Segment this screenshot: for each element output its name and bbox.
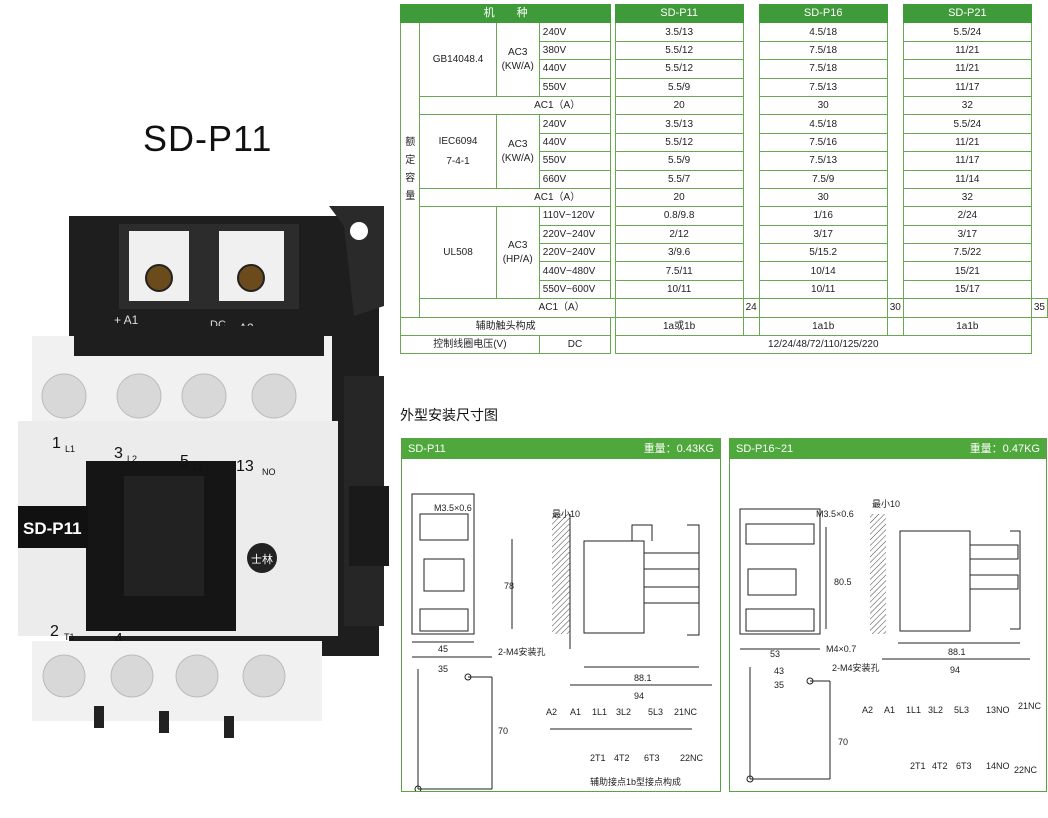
dim-p16-min: 最小10 [872,499,900,509]
dim-p11-height: 78 [504,581,514,591]
terminal-2: 2 [50,623,59,640]
dim-p16-hole: 2-M4安装孔 [832,662,880,673]
terminal-4: 4 [114,631,123,648]
svg-text:1L1: 1L1 [906,705,921,715]
dim-p11-note: 辅助接点1b型接点构成 [590,776,681,787]
dim-p16-hole-offset1: 43 [774,666,784,676]
svg-text:T1: T1 [64,632,75,642]
dim-p11-screw: M3.5×0.6 [434,503,472,513]
dim-p16-height: 80.5 [834,577,852,587]
rated-capacity-label: 额定容量 [399,22,421,318]
dim-p11-hole-offset: 35 [438,664,448,674]
panel-p16-weight: 重量：0.47KG [969,443,1040,455]
dim-p16-screw: M3.5×0.6 [816,509,854,519]
svg-text:5L3: 5L3 [954,705,969,715]
contactor-photo: + A1 DC A2 - SD-P11 士林 1 L1 3 L2 5 L3 13… [18,206,389,738]
coil-voltage-label: 控制线圈电压(V) [400,335,540,355]
header-p21: SD-P21 [902,3,1032,24]
dim-p16-depth: 88.1 [948,647,966,657]
dim-p11-hole: 2-M4安装孔 [498,646,546,657]
panel-p11-name: SD-P11 [408,443,446,455]
dim-p11-hole-height: 70 [498,726,508,736]
svg-text:L1: L1 [65,444,75,454]
std-gb: GB14048.4 [419,22,497,97]
spec-table: 机 种 SD-P11 SD-P16 SD-P21 额定容量 GB14048.4 … [399,3,1048,355]
dim-p11-total: 94 [634,691,644,701]
dimension-section-title: 外型安装尺寸图 [400,408,498,424]
svg-text:21NC: 21NC [674,707,698,717]
terminal-5: 5 [180,453,189,470]
dim-p11-depth: 88.1 [634,673,652,683]
front-label: SD-P11 [23,519,82,538]
svg-text:A2: A2 [546,707,557,717]
svg-text:6T3: 6T3 [644,753,660,763]
svg-text:21NC: 21NC [1018,701,1042,711]
svg-text:2T1: 2T1 [910,761,926,771]
coil-label-a1: + A1 [114,313,139,327]
terminal-3: 3 [114,445,123,462]
svg-text:13NO: 13NO [986,705,1010,715]
dim-p11-width: 45 [438,644,448,654]
svg-text:22NC: 22NC [680,753,704,763]
svg-text:A1: A1 [884,705,895,715]
svg-text:3L2: 3L2 [928,705,943,715]
svg-text:2T1: 2T1 [590,753,606,763]
svg-text:A1: A1 [570,707,581,717]
product-title: SD-P11 [143,118,273,159]
header-p11: SD-P11 [614,3,744,24]
svg-text:A2: A2 [862,705,873,715]
dim-p16-total: 94 [950,665,960,675]
brand-logo: 士林 [251,552,273,566]
svg-text:6T3: 6T3 [956,761,972,771]
svg-text:4T2: 4T2 [614,753,630,763]
dim-p16-hole-offset2: 35 [774,680,784,690]
coil-voltage-value: 12/24/48/72/110/125/220 [614,335,1032,355]
dim-drawing-p11: M3.5×0.6 最小10 78 45 35 2-M4安装孔 88.1 94 7… [411,493,712,791]
panel-p16-name: SD-P16~21 [736,443,794,455]
header-p16: SD-P16 [758,3,888,24]
svg-text:L3: L3 [193,462,203,472]
svg-text:3L2: 3L2 [616,707,631,717]
dim-panel-p11: SD-P11 重量：0.43KG [401,438,721,792]
terminal-13: 13 [236,458,254,475]
dim-drawing-p16: M3.5×0.6 最小10 80.5 53 M4×0.7 43 35 2-M4安… [739,499,1042,783]
header-model: 机 种 [399,3,612,24]
dim-p11-min: 最小10 [552,509,580,519]
svg-text:22NC: 22NC [1014,765,1038,775]
std-iec: IEC6094 [438,135,478,147]
svg-text:NO: NO [262,467,276,477]
dim-p16-screw2: M4×0.7 [826,644,856,654]
svg-text:L2: L2 [127,454,137,464]
svg-text:4T2: 4T2 [932,761,948,771]
dim-p16-width: 53 [770,649,780,659]
std-ul: UL508 [419,206,497,300]
aux-contact-label: 辅助触头构成 [399,316,612,337]
svg-text:1L1: 1L1 [592,707,607,717]
dim-p16-hole-height: 70 [838,737,848,747]
svg-text:14NO: 14NO [986,761,1010,771]
svg-text:5L3: 5L3 [648,707,663,717]
terminal-1: 1 [52,435,61,452]
panel-p11-weight: 重量：0.43KG [643,443,714,455]
